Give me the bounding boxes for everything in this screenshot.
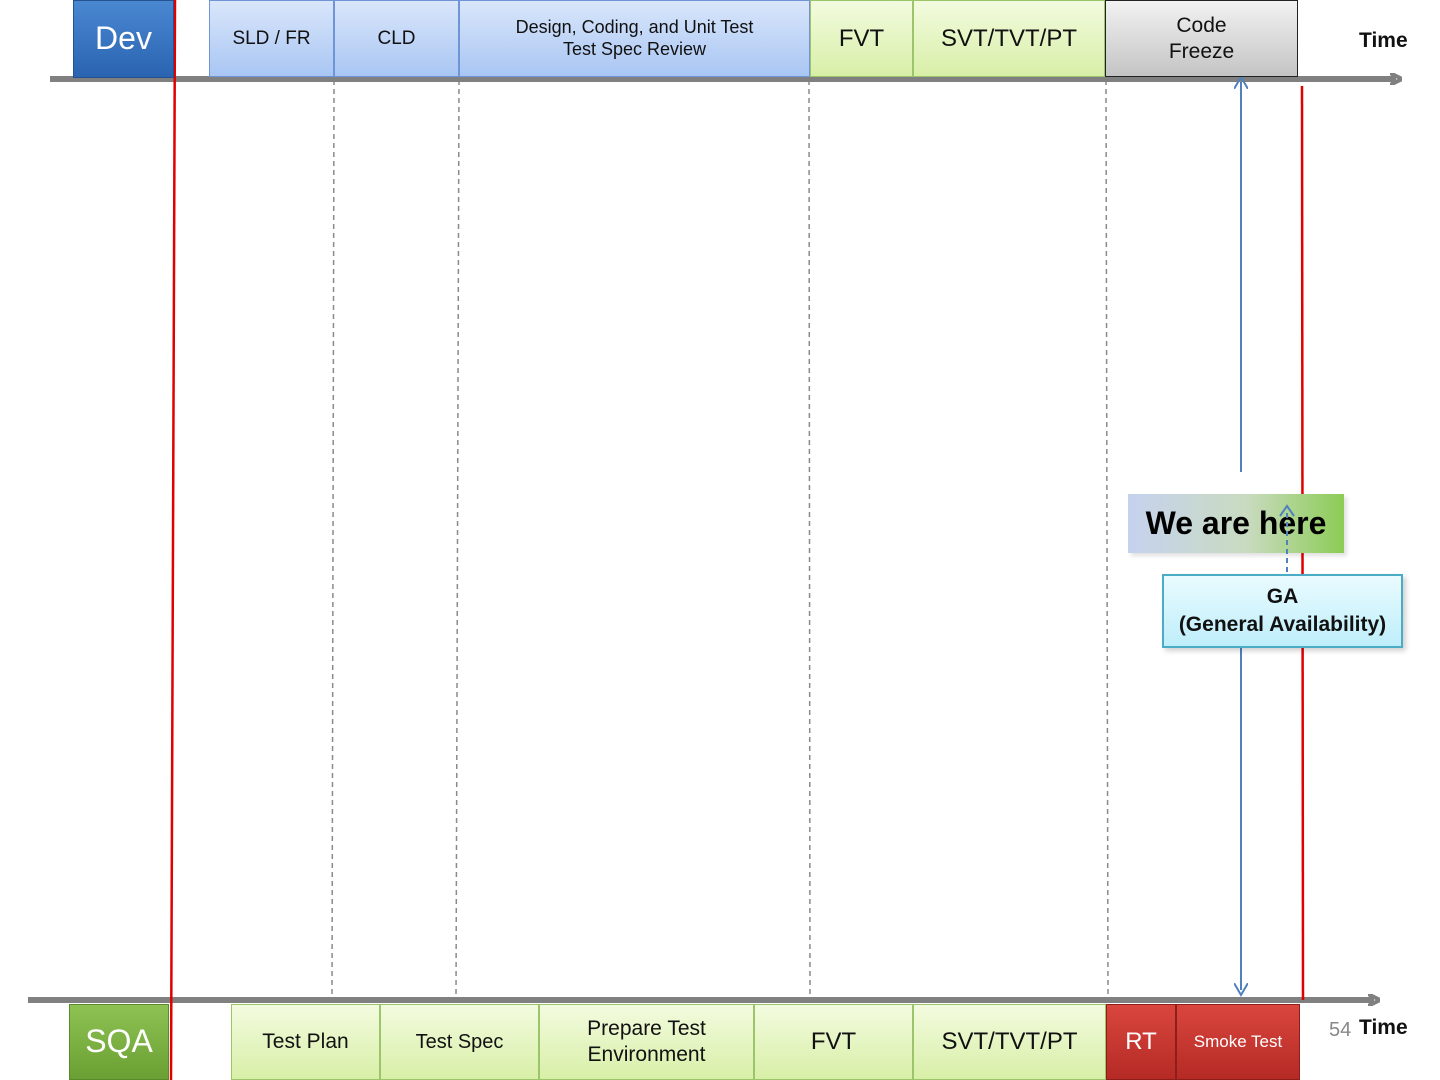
phase-divider (808, 79, 811, 999)
sqa-phase-svt-tvt-pt: SVT/TVT/PT (913, 1004, 1106, 1080)
dev-phase-fvt: FVT (810, 0, 913, 77)
sqa-phase-rt: RT (1106, 1004, 1176, 1080)
sqa-phase-label-line: Environment (587, 1043, 706, 1066)
phase-divider (1105, 79, 1109, 999)
sqa-phase-test-spec: Test Spec (380, 1004, 539, 1080)
dev-phase-sld-fr: SLD / FR (209, 0, 334, 77)
dev-phase-label-line: CLD (377, 27, 416, 49)
sqa-phase-label-line: FVT (810, 1028, 857, 1056)
dev-time-label: Time (1359, 29, 1408, 52)
sqa-phase-label-line: SVT/TVT/PT (941, 1028, 1078, 1056)
dev-phase-label-line: FVT (838, 24, 885, 52)
dev-track-label: Dev (73, 0, 174, 78)
sqa-phase-label-line: Test Spec (415, 1030, 504, 1053)
sqa-label-text: SQA (85, 1023, 153, 1060)
sqa-phase-label-line: Test Plan (262, 1030, 349, 1054)
sqa-track-label: SQA (69, 1004, 169, 1080)
dev-phase-label-line: Design, Coding, and Unit Test (515, 16, 754, 37)
dev-phase-svt-tvt-pt: SVT/TVT/PT (913, 0, 1105, 77)
dev-label-text: Dev (95, 20, 152, 57)
dev-phase-label-line: SLD / FR (232, 27, 311, 49)
sqa-time-label: Time (1359, 1016, 1408, 1039)
ga-title: GA (1266, 584, 1299, 608)
dev-phase-label-line: Freeze (1168, 39, 1235, 63)
dev-phase-cld: CLD (334, 0, 459, 77)
page-number: 54 (1329, 1019, 1352, 1041)
sqa-phase-label-line: Prepare Test (587, 1017, 706, 1041)
sqa-phase-label-line: RT (1125, 1028, 1157, 1056)
ga-box: GA (General Availability) (1162, 574, 1403, 648)
dev-phase-label-line: Code (1176, 13, 1227, 37)
phase-divider (455, 79, 460, 999)
start-marker-line (169, 0, 177, 1080)
sqa-phase-test-plan: Test Plan (231, 1004, 380, 1080)
sqa-phase-label-line: Smoke Test (1193, 1031, 1283, 1051)
we-are-here-callout: We are here (1128, 494, 1344, 553)
phase-divider (331, 79, 335, 999)
dev-phase-label-line: Test Spec Review (562, 38, 707, 59)
dev-phase-label-line: SVT/TVT/PT (940, 24, 1077, 52)
sqa-phase-fvt: FVT (754, 1004, 913, 1080)
ga-subtitle: (General Availability) (1178, 613, 1387, 636)
sqa-phase-smoke-test: Smoke Test (1176, 1004, 1300, 1080)
we-are-here-text: We are here (1145, 505, 1327, 541)
